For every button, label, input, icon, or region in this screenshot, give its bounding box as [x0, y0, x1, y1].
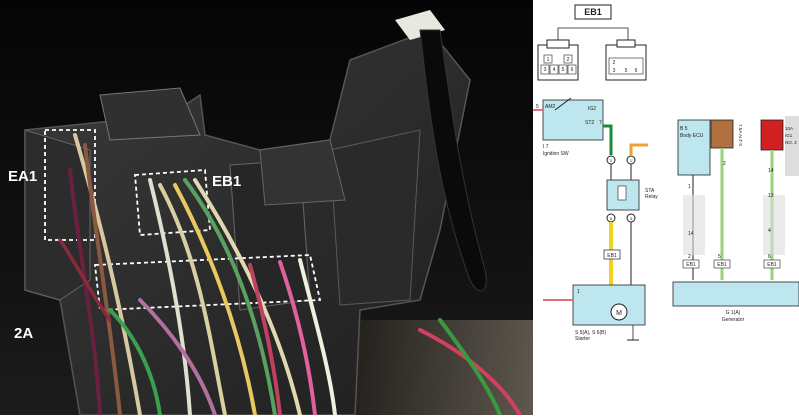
wiring-diagram-svg: EB1 1 2 3 4 5 6 — [533, 4, 799, 342]
svg-text:EB1: EB1 — [607, 253, 617, 259]
svg-text:2: 2 — [723, 161, 726, 167]
connector-photo: EA1 EB1 2A — [0, 0, 533, 417]
svg-text:13: 13 — [768, 193, 774, 199]
svg-text:B 5: B 5 — [680, 126, 688, 132]
svg-text:6: 6 — [768, 254, 771, 260]
svg-text:S 5(A), S 6(B): S 5(A), S 6(B) — [575, 330, 606, 336]
svg-text:2: 2 — [610, 158, 613, 163]
svg-text:M: M — [616, 310, 622, 317]
connector-title: EB1 — [584, 7, 602, 17]
svg-text:NO. 2: NO. 2 — [785, 140, 797, 145]
generator-box — [672, 281, 799, 307]
svg-text:IG2: IG2 — [588, 106, 596, 112]
label-ea1: EA1 — [8, 168, 38, 185]
svg-text:6: 6 — [571, 67, 574, 73]
fuse-alt-s — [710, 119, 734, 149]
svg-text:2: 2 — [567, 57, 570, 63]
svg-text:1: 1 — [630, 158, 633, 163]
wiring-diagram: EB1 1 2 3 4 5 6 — [533, 0, 799, 415]
ignition-switch-box — [542, 99, 604, 141]
svg-text:14: 14 — [768, 168, 774, 174]
svg-text:14: 14 — [688, 231, 694, 237]
svg-text:Generator: Generator — [722, 317, 745, 323]
svg-text:2: 2 — [688, 254, 691, 260]
body-ecu-box — [677, 119, 711, 176]
svg-text:STA: STA — [645, 188, 655, 194]
svg-text:Relay: Relay — [645, 194, 658, 200]
conn-left-pins: 1 2 3 4 5 6 — [540, 54, 577, 75]
svg-text:5: 5 — [562, 67, 565, 73]
label-eb1: EB1 — [212, 173, 242, 190]
svg-text:7.5A ALT-S: 7.5A ALT-S — [738, 124, 743, 146]
svg-text:IG1: IG1 — [785, 133, 793, 138]
svg-text:5: 5 — [625, 68, 628, 74]
svg-text:5: 5 — [718, 254, 721, 260]
svg-text:7: 7 — [599, 120, 602, 126]
svg-text:1: 1 — [547, 57, 550, 63]
svg-text:6: 6 — [635, 68, 638, 74]
svg-text:1: 1 — [577, 289, 580, 295]
svg-text:5: 5 — [610, 216, 613, 221]
starter-box — [572, 284, 646, 326]
svg-text:G 1(A): G 1(A) — [726, 310, 741, 316]
pin-numbers: 1 2 14 13 14 4 2 5 6 — [688, 161, 774, 260]
conn-right-pins: 2 3 5 6 — [613, 60, 638, 74]
svg-text:3: 3 — [630, 216, 633, 221]
svg-text:EB1: EB1 — [717, 262, 727, 268]
svg-text:Ignition SW: Ignition SW — [543, 151, 569, 157]
svg-text:EB1: EB1 — [767, 262, 777, 268]
svg-text:10A: 10A — [785, 126, 793, 131]
svg-text:Body ECU: Body ECU — [680, 133, 704, 139]
fuse-ig1 — [760, 119, 784, 151]
svg-text:3: 3 — [613, 68, 616, 74]
label-2a: 2A — [14, 325, 34, 342]
svg-text:4: 4 — [553, 67, 556, 73]
svg-text:AM2: AM2 — [545, 104, 556, 110]
svg-text:I 7: I 7 — [543, 144, 549, 150]
svg-text:EB1: EB1 — [686, 262, 696, 268]
svg-text:4: 4 — [768, 228, 771, 234]
svg-text:Starter: Starter — [575, 336, 590, 342]
svg-text:1: 1 — [688, 184, 691, 190]
svg-text:ST2: ST2 — [585, 120, 594, 126]
connector-photo-art — [0, 0, 533, 417]
svg-text:2: 2 — [613, 60, 616, 66]
svg-text:5: 5 — [536, 104, 539, 110]
svg-text:3: 3 — [544, 67, 547, 73]
